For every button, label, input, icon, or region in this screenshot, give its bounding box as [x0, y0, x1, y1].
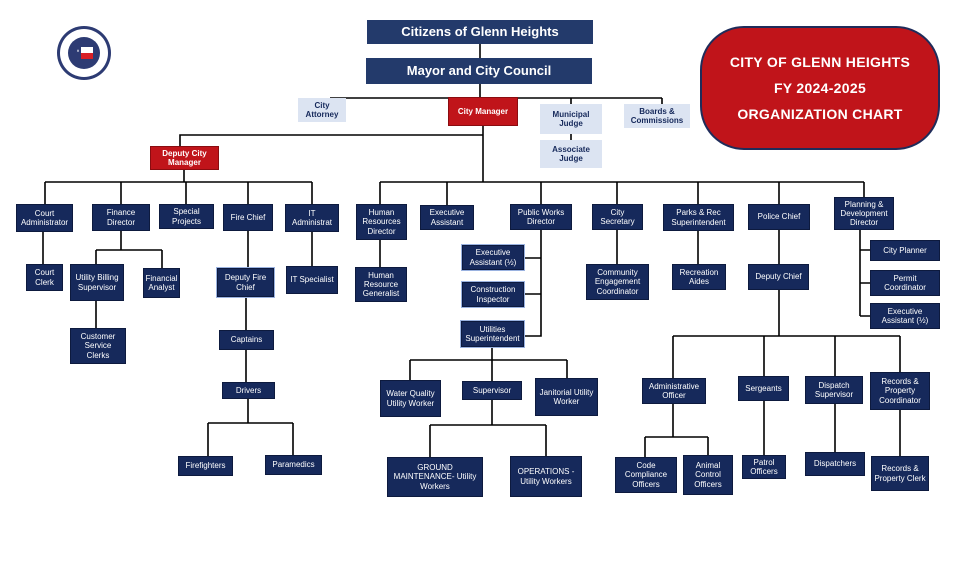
associate-judge-box: Associate Judge: [540, 140, 602, 168]
citizens-box: Citizens of Glenn Heights: [367, 20, 593, 44]
supervisor-box: Supervisor: [462, 381, 522, 400]
dispatchers-box: Dispatchers: [805, 452, 865, 476]
it-specialist-box: IT Specialist: [286, 266, 338, 294]
title-line-3: ORGANIZATION CHART: [737, 106, 903, 122]
construction-inspector-box: Construction Inspector: [461, 281, 525, 308]
mayor-council-box: Mayor and City Council: [366, 58, 592, 84]
customer-service-clerks-box: Customer Service Clerks: [70, 328, 126, 364]
utilities-superintendent-box: Utilities Superintendent: [460, 320, 525, 348]
public-works-director-box: Public Works Director: [510, 204, 572, 230]
water-quality-worker-box: Water Quality Utility Worker: [380, 380, 441, 417]
police-chief-box: Police Chief: [748, 204, 810, 230]
title-line-1: CITY OF GLENN HEIGHTS: [729, 54, 911, 70]
financial-analyst-box: Financial Analyst: [143, 268, 180, 298]
parks-rec-superintendent-box: Parks & Rec Superintendent: [663, 204, 734, 231]
operations-box: OPERATIONS - Utility Workers: [510, 456, 582, 497]
city-planner-box: City Planner: [870, 240, 940, 261]
recreation-aides-box: Recreation Aides: [672, 264, 726, 290]
janitorial-worker-box: Janitorial Utility Worker: [535, 378, 598, 416]
org-chart-title-banner: CITY OF GLENN HEIGHTS FY 2024-2025 ORGAN…: [700, 26, 940, 150]
special-projects-box: Special Projects: [159, 204, 214, 229]
records-coordinator-box: Records & Property Coordinator: [870, 372, 930, 410]
pw-executive-assistant-box: Executive Assistant (½): [461, 244, 525, 271]
firefighters-box: Firefighters: [178, 456, 233, 476]
code-compliance-box: Code Compliance Officers: [615, 457, 677, 493]
planning-executive-assistant-box: Executive Assistant (½): [870, 303, 940, 329]
captains-box: Captains: [219, 330, 274, 350]
municipal-judge-box: Municipal Judge: [540, 104, 602, 134]
community-engagement-box: Community Engagement Coordinator: [586, 264, 649, 300]
title-line-2: FY 2024-2025: [773, 80, 867, 96]
hr-generalist-box: Human Resource Generalist: [355, 267, 407, 302]
court-clerk-box: Court Clerk: [26, 264, 63, 291]
sergeants-box: Sergeants: [738, 376, 789, 401]
planning-director-box: Planning & Development Director: [834, 197, 894, 230]
city-attorney-box: City Attorney: [298, 98, 346, 122]
deputy-chief-box: Deputy Chief: [748, 264, 809, 290]
permit-coordinator-box: Permit Coordinator: [870, 270, 940, 296]
city-secretary-box: City Secretary: [592, 204, 643, 230]
patrol-officers-box: Patrol Officers: [742, 455, 786, 479]
fire-chief-box: Fire Chief: [223, 204, 273, 231]
utility-billing-supervisor-box: Utility Billing Supervisor: [70, 264, 124, 301]
deputy-city-manager-box: Deputy City Manager: [150, 146, 219, 170]
executive-assistant-box: Executive Assistant: [420, 205, 474, 230]
boards-commissions-box: Boards & Commissions: [624, 104, 690, 128]
city-manager-box: City Manager: [448, 97, 518, 126]
city-seal-logo: [57, 26, 111, 80]
paramedics-box: Paramedics: [265, 455, 322, 475]
ground-maintenance-box: GROUND MAINTENANCE- Utility Workers: [387, 457, 483, 497]
hr-director-box: Human Resources Director: [356, 204, 407, 240]
animal-control-box: Animal Control Officers: [683, 455, 733, 495]
deputy-fire-chief-box: Deputy Fire Chief: [216, 267, 275, 298]
it-administrator-box: IT Administrat: [285, 204, 339, 232]
finance-director-box: Finance Director: [92, 204, 150, 231]
drivers-box: Drivers: [222, 382, 275, 399]
records-clerk-box: Records & Property Clerk: [871, 456, 929, 491]
dispatch-supervisor-box: Dispatch Supervisor: [805, 376, 863, 404]
administrative-officer-box: Administrative Officer: [642, 378, 706, 404]
court-administrator-box: Court Administrator: [16, 204, 73, 232]
